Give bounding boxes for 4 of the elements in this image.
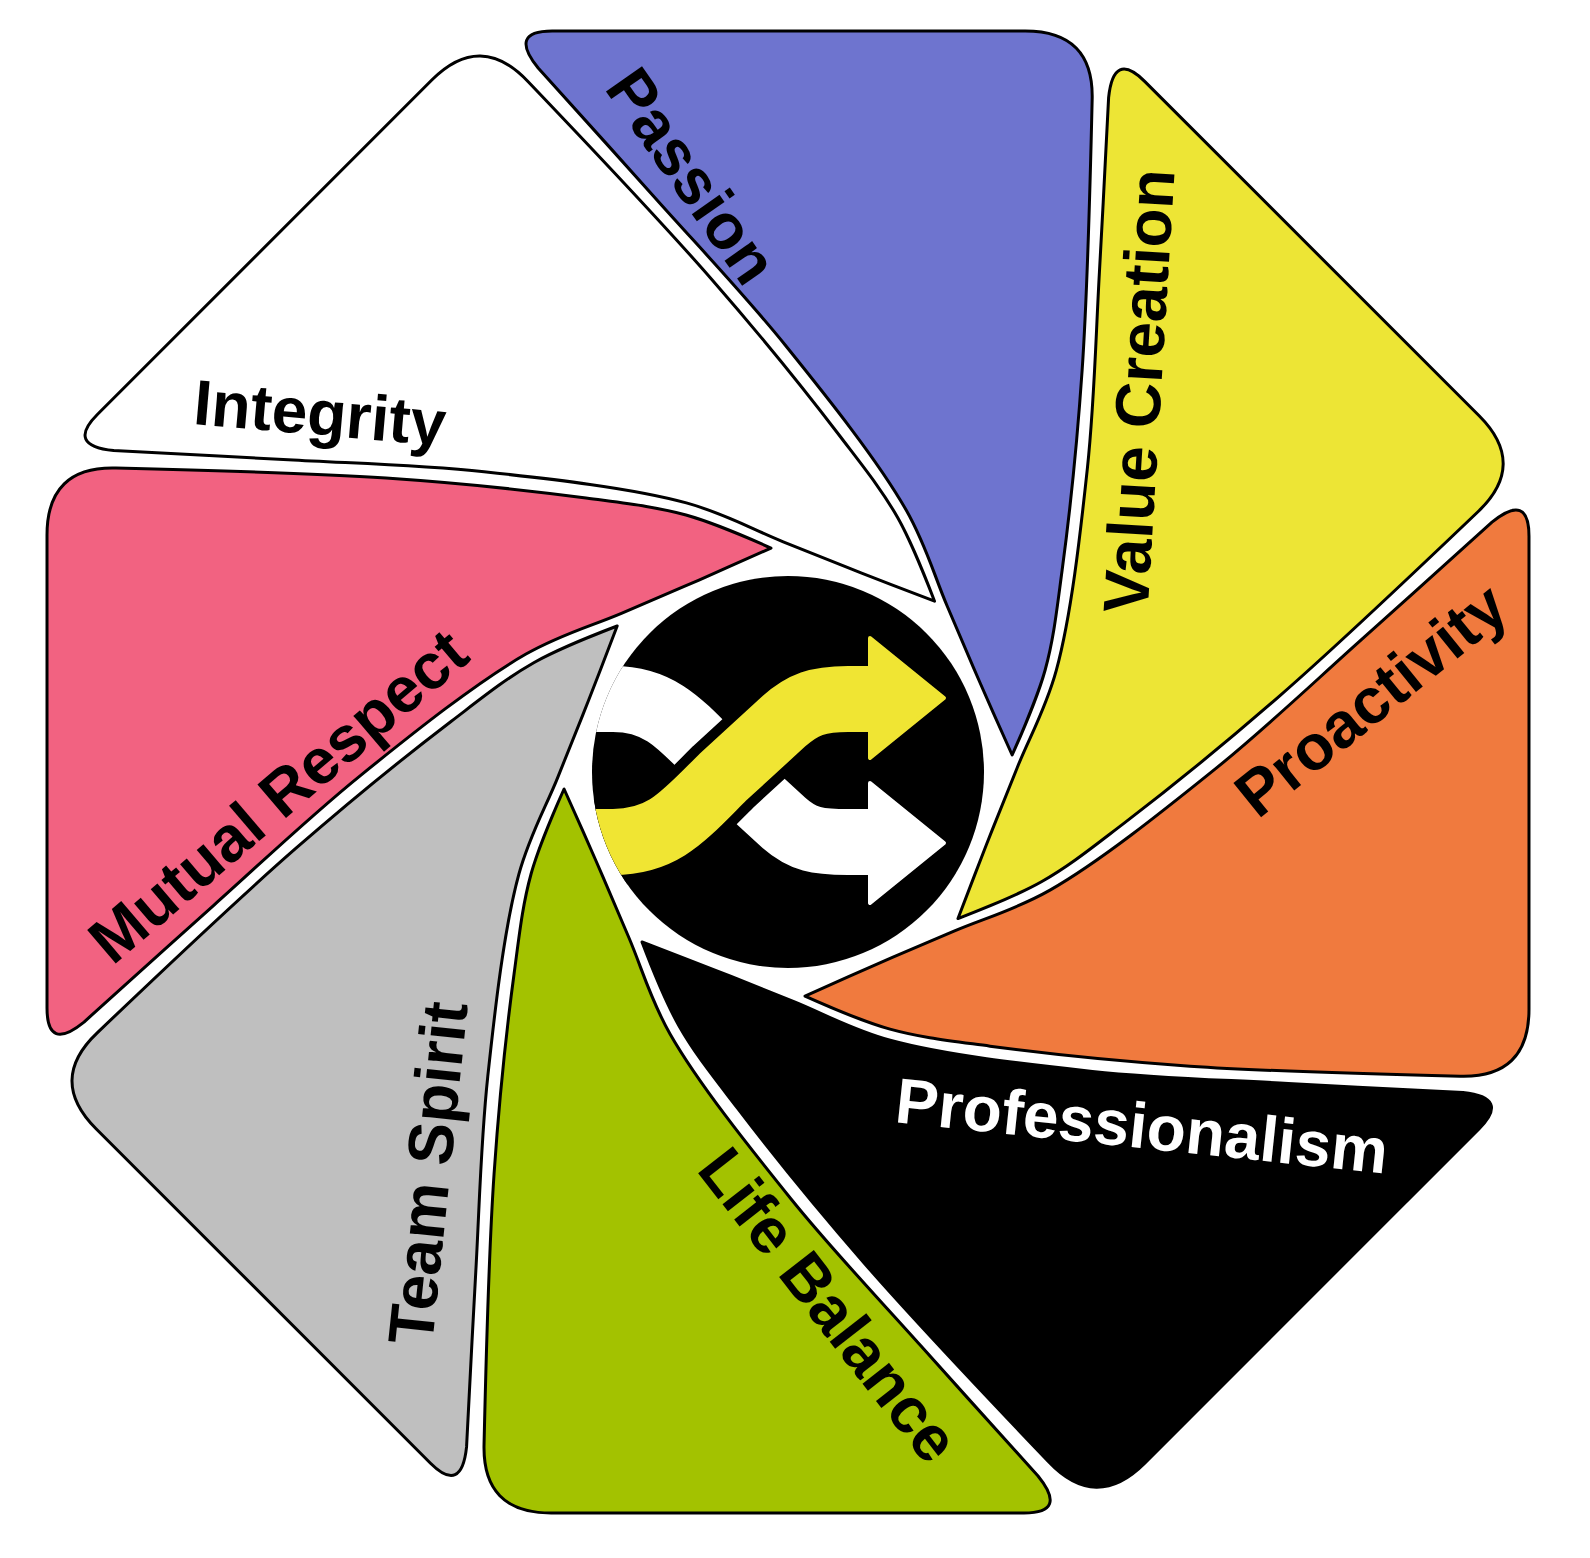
petal-label: Value Creation [1093, 167, 1185, 615]
petal-label: Professionalism [892, 1068, 1392, 1184]
petal-label: Team Spirit [378, 998, 478, 1348]
petal-label: Integrity [191, 370, 449, 456]
